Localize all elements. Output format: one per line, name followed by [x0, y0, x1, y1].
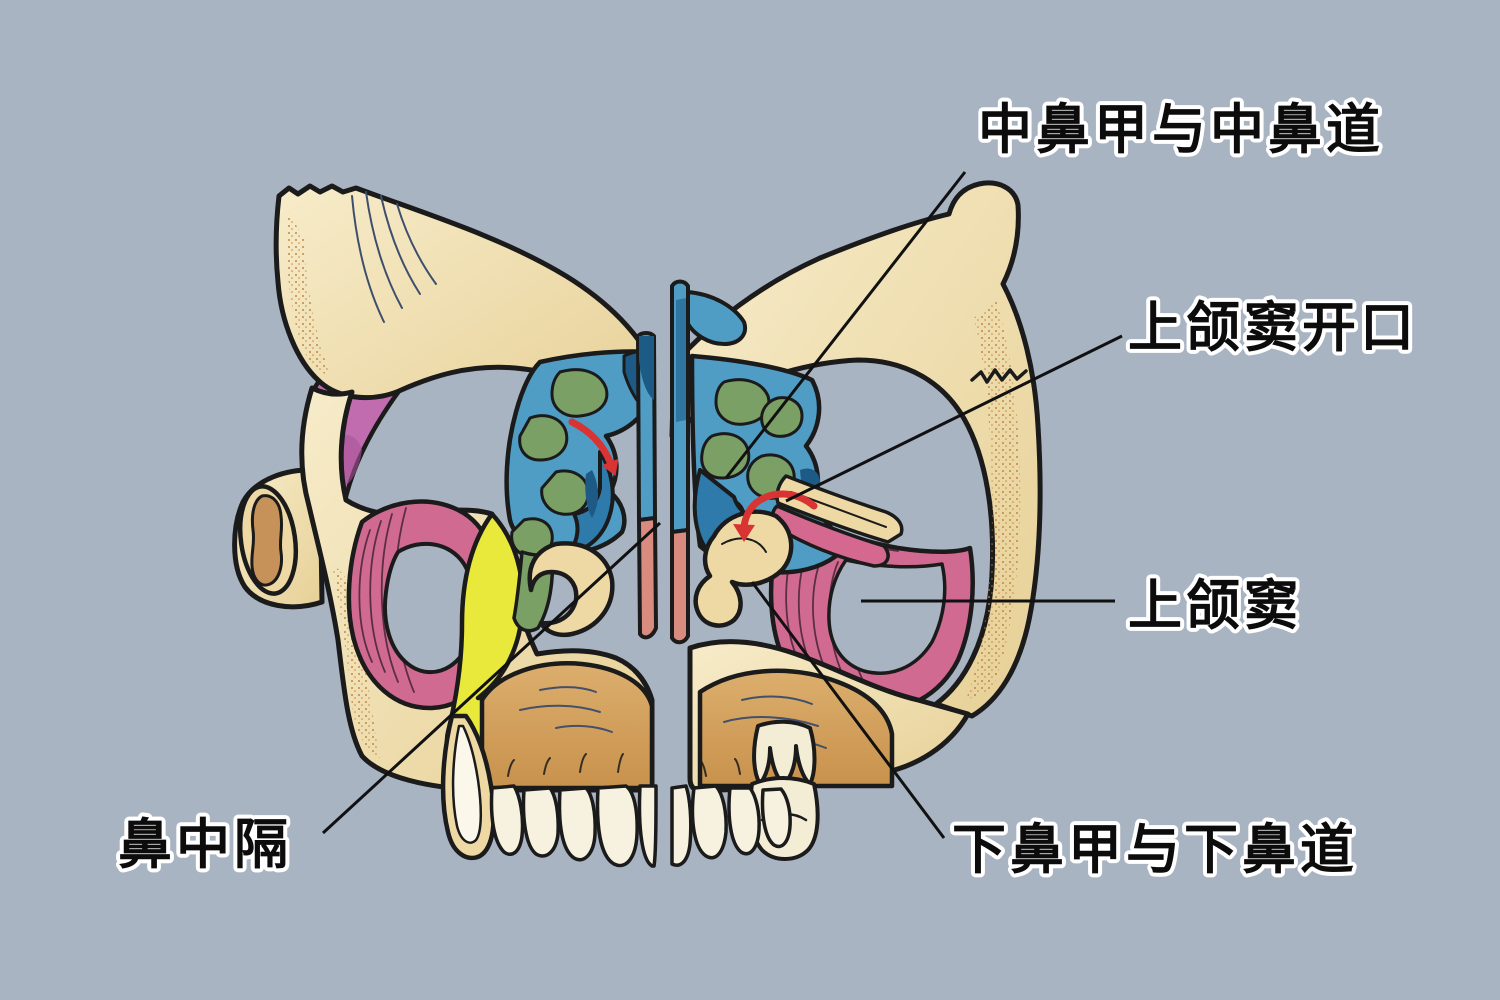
maxillary-sinus-left-cavity [383, 541, 477, 675]
septum-cartilage-right-bar [670, 528, 690, 645]
zygomatic-cancellous-bone [250, 494, 284, 587]
zygomatic-suture-line [970, 368, 1028, 384]
leader-line-maxillary-ostium [785, 334, 1123, 503]
label-middle-turbinate-and-middle-meatus: 中鼻甲与中鼻道 [978, 100, 1384, 160]
label-inferior-turbinate-and-inferior-meatus: 下鼻甲与下鼻道 [952, 820, 1358, 880]
maxillary-sinus-right-cavity [827, 558, 947, 675]
gum-lines-left [507, 753, 624, 777]
palate-wrinkles-left [519, 686, 613, 733]
labels: 中鼻甲与中鼻道 上颌窦开口 上颌窦 下鼻甲与下鼻道 鼻中隔 [114, 96, 1418, 884]
bone-stipple-cheek-left [332, 565, 380, 758]
teeth-right [670, 784, 792, 867]
middle-turbinate-left-shade [585, 470, 598, 518]
frontal-zygomatic-bone-right [669, 180, 1043, 719]
airflow-arrow-left-head [601, 458, 619, 476]
nasal-septum-group [636, 279, 747, 645]
frontal-bone-striations [351, 191, 437, 323]
label-maxillary-sinus-opening: 上颌窦开口 [1128, 298, 1418, 358]
airflow-arrow-right [740, 490, 818, 531]
embedded-tooth-left-root [451, 724, 482, 844]
leader-lines [321, 171, 1123, 839]
leader-line-nasal-septum [321, 521, 662, 835]
inferior-turbinate-left [527, 541, 615, 638]
molar-tooth-right-roots [752, 719, 817, 786]
label-nasal-septum: 鼻中隔 [118, 815, 292, 875]
septum-cartilage-left-bar [637, 516, 658, 640]
leader-line-inferior-turbinate [750, 581, 946, 839]
leader-line-middle-turbinate [724, 171, 967, 479]
septum-top-flange [686, 290, 747, 346]
septum-left-bar-shade [639, 336, 654, 400]
bone-stipple-frontal-left [286, 212, 331, 376]
label-maxillary-sinus: 上颌窦 [1128, 576, 1302, 636]
gum-lines-right [699, 758, 741, 777]
airflow-arrows [568, 418, 818, 542]
airflow-arrow-right-head [733, 524, 755, 542]
septum-right-bar-shade [676, 298, 686, 422]
airflow-arrow-left [568, 418, 614, 466]
ethmoid-air-cells-left [510, 368, 609, 558]
teeth-left [489, 784, 658, 868]
inferior-turbinate-right [693, 509, 794, 628]
inferior-turbinate-right-curl-line [721, 537, 767, 553]
